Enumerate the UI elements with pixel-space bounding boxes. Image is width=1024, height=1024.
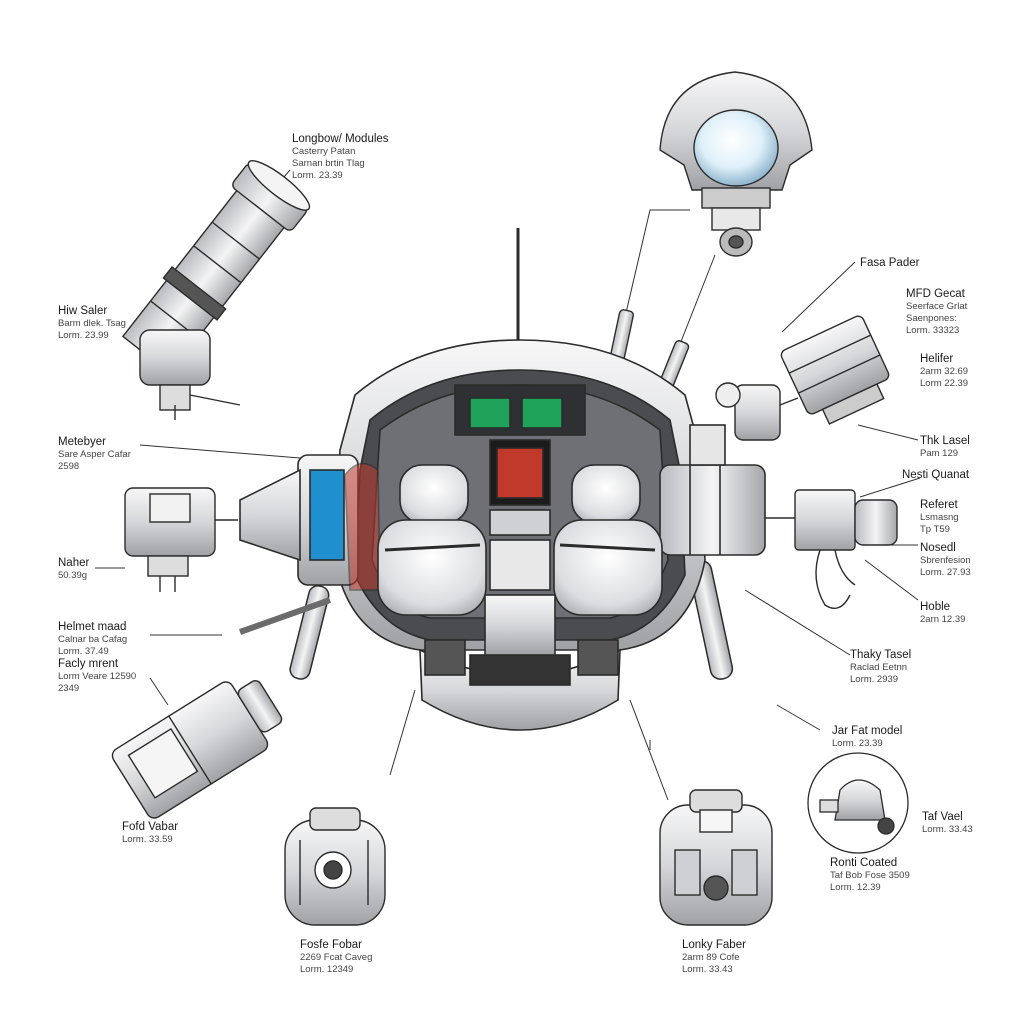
label-mfd-gecat: MFD Gecat Seerface Grlat Saenpones: Lorm… [906,287,967,337]
label-line: Metebyer [58,436,106,448]
label-line: Lorm. 37.49 [58,646,109,658]
label-line: Tp T59 [920,524,950,536]
label-nesti-quanat: Nesti Quanat [902,468,969,482]
label-line: Lorm. 33.59 [122,834,173,846]
label-line: Saenpones: [906,313,957,325]
label-line: 2arn 12.39 [920,614,966,626]
bottom-right-backpack [659,789,773,926]
label-longbow-modules: Longbow/ Modules Casterry Patan Sarnan b… [292,132,389,182]
label-line: Calnar ba Cafag [58,634,128,646]
label-line: Sarnan brtin Tlag [292,158,365,170]
label-line: Lorm. 33323 [906,325,960,337]
label-line: Hoble [920,601,951,613]
label-line: Fasa Pader [860,257,920,269]
label-line: Referet [920,499,958,511]
right-module-upper [715,315,890,441]
label-line: MFD Gecat [906,288,965,300]
label-line: Lorm. 23.99 [58,330,109,342]
label-line: Lorm. 33.43 [682,964,733,976]
label-referet: Referet Lsmasng Tp T59 [920,498,959,536]
label-metebyer: Metebyer Sare Asper Cafar 2598 [58,435,131,473]
label-naher: Naher 50.39g [58,556,89,582]
label-hoble: Hoble 2arn 12.39 [920,600,965,626]
label-lonky-faber: Lonky Faber 2arm 89 Cofe Lorm. 33.43 [682,938,746,976]
label-line: Lorm. 2939 [850,674,899,686]
label-line: Seerface Grlat [906,301,968,313]
label-line: Lorm. 27.93 [920,567,971,579]
label-helmet-maad: Helmet maad Calnar ba Cafag Lorm. 37.49 [58,620,127,658]
label-line: Jar Fat model [832,725,903,737]
label-line: Nosedl [920,542,956,554]
label-line: Ronti Coated [830,857,898,869]
label-line: Taf Bob Fose 3509 [830,870,910,882]
label-line: Lorm Veare 12590 [58,671,137,683]
helmet-module [659,71,813,257]
label-fosfe-fobar: Fosfe Fobar 2269 Fcat Caveg Lorm. 12349 [300,938,372,976]
label-line: Lorm. 23.39 [292,170,343,182]
label-fofd-vabar: Fofd Vabar Lorm. 33.59 [122,820,178,846]
label-line: Facly mrent [58,658,119,670]
label-jar-fat-model: Jar Fat model Lorm. 23.39 [832,724,902,750]
circle-detail [807,752,909,854]
label-line: Barm dlek. Tsag [58,318,126,330]
label-line: Fofd Vabar [122,821,179,833]
label-line: Casterry Patan [292,146,356,158]
label-line: Nesti Quanat [902,469,970,481]
label-line: Longbow/ Modules [292,133,389,145]
label-line: 2arm 89 Cofe [682,952,740,964]
label-line: Lsmasng [920,512,959,524]
seat-right [553,464,663,616]
label-line: Sbrenfesion [920,555,971,567]
right-module-middle [765,489,898,609]
label-line: Lorm. 12.39 [830,882,881,894]
label-line: Helifer [920,353,954,365]
label-line: 2arm 32.69 [920,366,969,378]
label-line: Helmet maad [58,621,127,633]
label-line: Pam 129 [920,448,959,460]
label-thk-lasel: Thk Lasel Pam 129 [920,434,970,460]
main-pod [239,339,766,731]
label-line: Hiw Saler [58,305,108,317]
label-line: Sare Asper Cafar [58,449,131,461]
label-line: Lonky Faber [682,939,746,951]
label-line: 2349 [58,683,80,695]
label-line: Lorm. 23.39 [832,738,883,750]
landing-struts [238,560,734,680]
label-line: Fosfe Fobar [300,939,362,951]
label-line: Naher [58,557,90,569]
left-module-lower [111,680,283,819]
label-line: 2269 Fcat Caveg [300,952,373,964]
label-line: Raclad Eetnn [850,662,908,674]
left-module-middle [124,487,238,592]
label-line: Lorm 22.39 [920,378,969,390]
label-ronti-coated: Ronti Coated Taf Bob Fose 3509 Lorm. 12.… [830,856,910,894]
label-line: Taf Vael [922,811,963,823]
label-nosedl: Nosedl Sbrenfesion Lorm. 27.93 [920,541,971,579]
label-line: Thk Lasel [920,435,970,447]
label-line: 2598 [58,461,80,473]
label-line: 50.39g [58,570,88,582]
label-taf-vael: Taf Vael Lorm. 33.43 [922,810,973,836]
label-fasa-pader: Fasa Pader [860,256,919,270]
seat-left [377,464,487,616]
cylinder-module [121,160,311,420]
label-helifer: Helifer 2arm 32.69 Lorm 22.39 [920,352,968,390]
label-line: Lorm. 33.43 [922,824,973,836]
bottom-left-backpack [284,807,386,926]
label-line: Lorm. 12349 [300,964,354,976]
label-thaky-tasel: Thaky Tasel Raclad Eetnn Lorm. 2939 [850,648,911,686]
label-hiw-saler: Hiw Saler Barm dlek. Tsag Lorm. 23.99 [58,304,126,342]
label-line: Thaky Tasel [850,649,912,661]
label-facly-mrent: Facly mrent Lorm Veare 12590 2349 [58,657,136,695]
